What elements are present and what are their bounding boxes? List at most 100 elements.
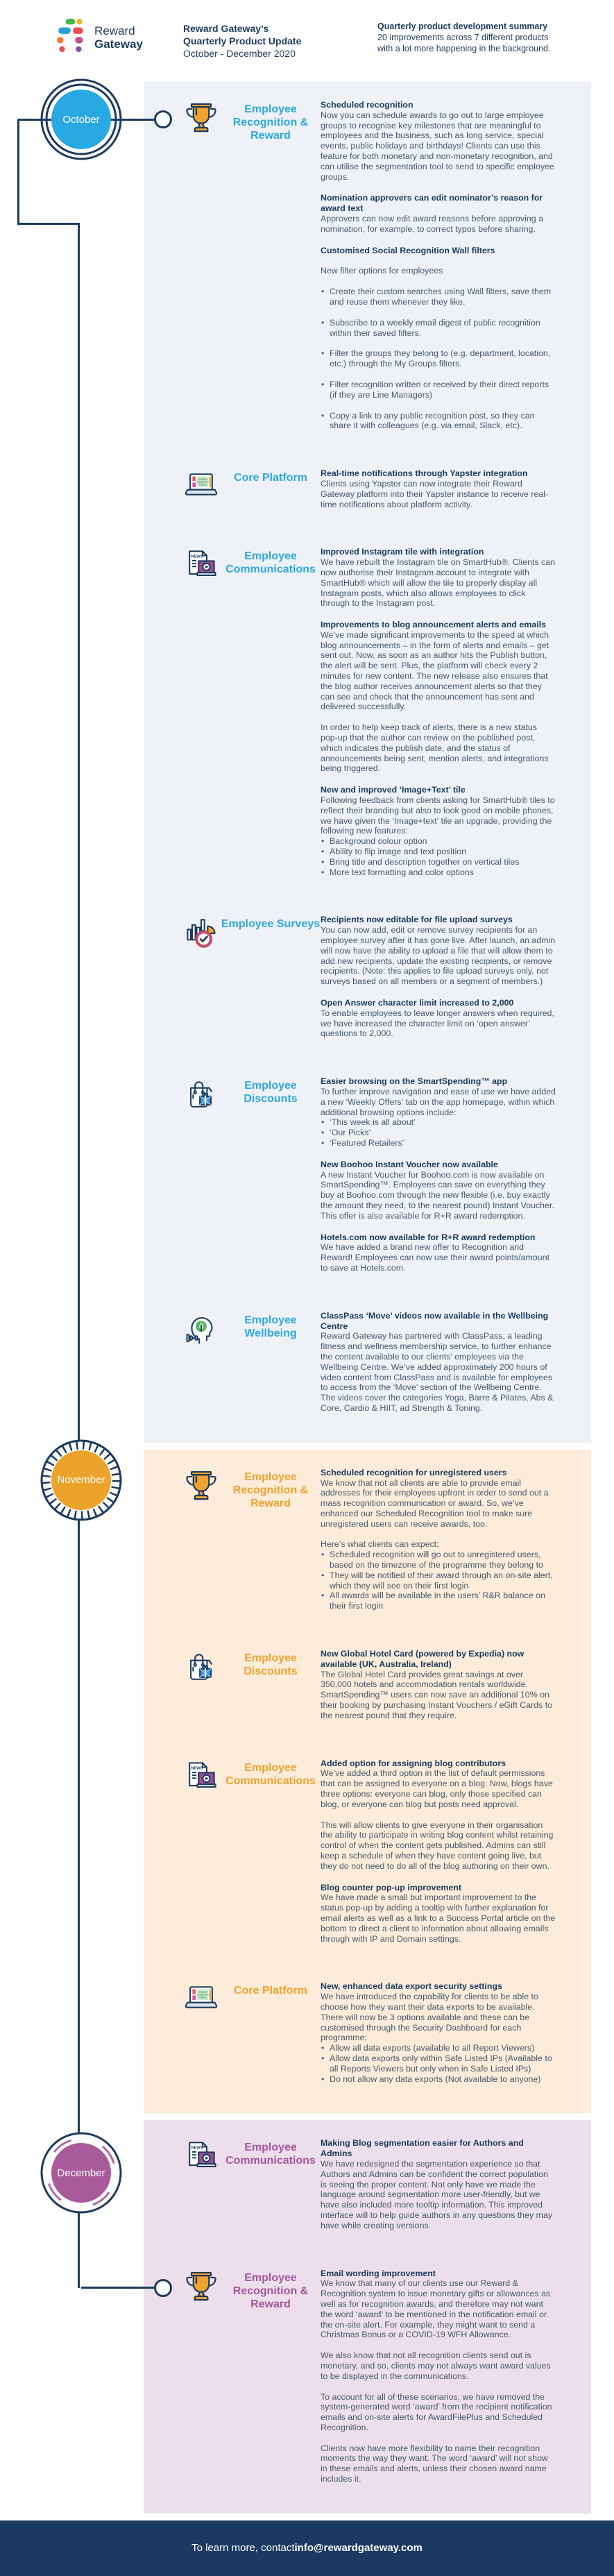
item-heading: ClassPass ‘Move’ videos now available in… (321, 1310, 549, 1331)
category-label: Employee Recognition & Reward (232, 1471, 309, 1509)
bullet-item: They will be notified of their award thr… (321, 1570, 556, 1591)
item-heading: Recipients now editable for file upload … (321, 915, 513, 925)
bag-icon (182, 1647, 221, 1721)
item-heading: Improved Instagram tile with integration (321, 547, 484, 557)
section-content: Scheduled recognition for unregistered u… (321, 1466, 556, 1611)
item-paragraph: We have made a small but important impro… (321, 1892, 556, 1944)
item-bullet-list: Background colour optionAbility to flip … (321, 836, 556, 877)
update-item: Hotels.com now available for R+R award r… (321, 1232, 556, 1273)
item-paragraph: Clients using Yapster can now integrate … (321, 478, 549, 509)
timeline-line (18, 118, 81, 121)
item-heading: Real-time notifications through Yapster … (321, 468, 528, 479)
section-content: Making Blog segmentation easier for Auth… (321, 2137, 556, 2230)
reward-gateway-logo: Reward Gateway (57, 18, 143, 56)
item-paragraph: We have rebuilt the Instagram tile on Sm… (321, 557, 556, 609)
laptop-icon: Employee Engagement Platform (182, 1980, 221, 2084)
footer: To learn more, contact info@rewardgatewa… (0, 2520, 614, 2576)
timeline-line (17, 223, 80, 225)
section-core-platform: Employee Engagement Platform Core Platfor… (182, 1980, 556, 2084)
item-paragraph: Approvers can now edit award reasons bef… (321, 213, 543, 234)
update-item: Improvements to blog announcement alerts… (321, 620, 556, 774)
month-badge-label: December (57, 2167, 105, 2179)
category-label: Core Platform (234, 472, 307, 484)
item-paragraph: We also know that not all recognition cl… (321, 2350, 551, 2381)
update-item: Scheduled recognition for unregistered u… (321, 1468, 556, 1611)
logo-text: Reward Gateway (94, 24, 143, 51)
update-item: Open Answer character limit increased to… (321, 998, 556, 1039)
bullet-item: Filter the groups they belong to (e.g. d… (321, 348, 556, 369)
item-heading: Email wording improvement (321, 2268, 436, 2278)
item-bullet-list: Create their custom searches using Wall … (321, 287, 556, 431)
bag-icon (182, 1075, 221, 1273)
category-label: Core Platform (234, 1985, 307, 1997)
item-heading: Easier browsing on the SmartSpending™ ap… (321, 1076, 508, 1087)
section-employee-communications: NEWS Employee Communications Improved Inst… (182, 545, 556, 877)
news-icon: NEWS (182, 545, 221, 877)
title-line-3: October - December 2020 (183, 48, 296, 59)
update-item: Added option for assigning blog contribu… (321, 1759, 556, 1872)
item-heading: New, enhanced data export security setti… (321, 1981, 502, 1992)
item-paragraph: Now you can schedule awards to go out to… (321, 110, 554, 182)
item-paragraph: In order to help keep track of alerts, t… (321, 722, 549, 774)
section-content: Real-time notifications through Yapster … (321, 467, 556, 509)
logo-word-2: Gateway (94, 37, 143, 51)
month-badge-label: November (57, 1474, 105, 1486)
summary-body: 20 improvements across 7 different produ… (377, 33, 551, 53)
bullet-item: Background colour option (321, 836, 556, 847)
update-item: Real-time notifications through Yapster … (321, 468, 556, 509)
trophy-icon (182, 1466, 221, 1611)
category-label: Employee Recognition & Reward (232, 103, 309, 142)
quarter-summary: Quarterly product development summary 20… (377, 21, 558, 54)
bullet-item: Copy a link to any public recognition po… (321, 411, 556, 432)
section-content: Added option for assigning blog contribu… (321, 1757, 556, 1944)
bullet-item: Ability to flip image and text position (321, 847, 556, 857)
svg-text:Engagement: Engagement (196, 481, 209, 484)
section-content: ClassPass ‘Move’ videos now available in… (321, 1310, 556, 1414)
bullet-item: All awards will be available in the user… (321, 1591, 556, 1611)
category-label: Employee Communications (225, 550, 316, 576)
svg-text:NEWS: NEWS (191, 555, 203, 559)
category-label: Employee Surveys (221, 918, 321, 931)
category-label: Employee Discounts (244, 1080, 298, 1105)
section-content: Easier browsing on the SmartSpending™ ap… (321, 1075, 556, 1273)
item-heading: Hotels.com now available for R+R award r… (321, 1232, 536, 1242)
svg-text:NEWS: NEWS (191, 1766, 203, 1770)
news-icon: NEWS (182, 2137, 221, 2230)
chart-icon (182, 913, 221, 1039)
item-bullet-list: ‘This week is all about’‘Our Picks’‘Feat… (321, 1117, 556, 1148)
bullet-item: Create their custom searches using Wall … (321, 287, 556, 307)
item-paragraph: To further improve navigation and ease o… (321, 1086, 556, 1117)
bullet-item: Do not allow any data exports (Not avail… (321, 2074, 556, 2085)
item-paragraph: To enable employees to leave longer answ… (321, 1008, 554, 1039)
footer-text: To learn more, contact (191, 2542, 295, 2554)
item-heading: Scheduled recognition (321, 100, 413, 110)
bullet-item: Bring title and description together on … (321, 857, 556, 867)
item-bullet-list: Allow all data exports (available to all… (321, 2043, 556, 2084)
bullet-item: Scheduled recognition will go out to unr… (321, 1550, 556, 1570)
item-paragraph: Here’s what clients can expect: (321, 1539, 439, 1550)
contact-email-link[interactable]: info@rewardgateway.com (294, 2542, 423, 2554)
item-heading: Blog counter pop-up improvement (321, 1882, 462, 1892)
item-paragraph: The Global Hotel Card provides great sav… (321, 1669, 553, 1720)
update-item: Customised Social Recognition Wall filte… (321, 246, 556, 432)
logo-mark-icon (57, 18, 87, 56)
bullet-item: ‘Our Picks’ (321, 1128, 556, 1138)
update-item: Nomination approvers can edit nominator’… (321, 193, 556, 234)
timeline-line (17, 119, 19, 225)
category-label: Employee Discounts (244, 1652, 298, 1678)
item-paragraph: Clients now have more flexibility to nam… (321, 2443, 548, 2484)
svg-text:Employee: Employee (198, 478, 207, 481)
update-item: ClassPass ‘Move’ videos now available in… (321, 1311, 556, 1414)
svg-text:Employee: Employee (198, 1991, 207, 1994)
title-line-2: Quarterly Product Update (183, 35, 302, 46)
